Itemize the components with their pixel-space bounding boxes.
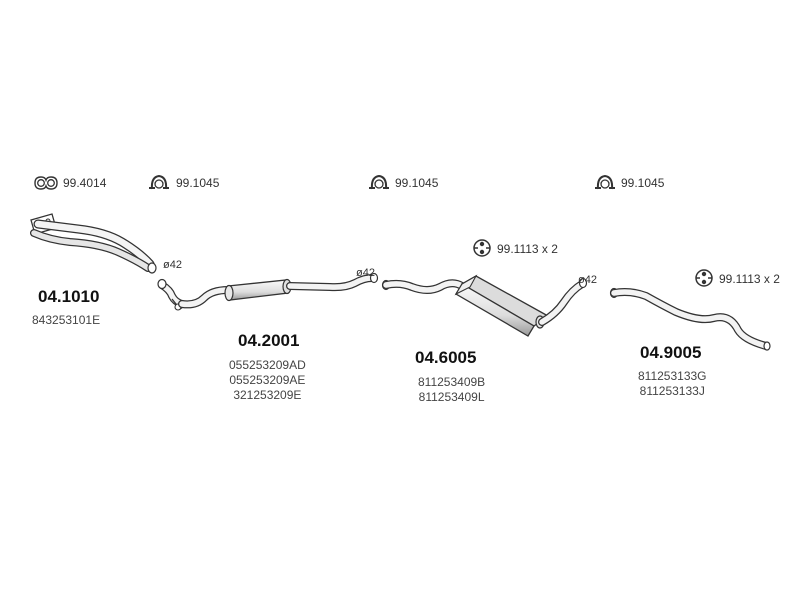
part-number-1: 04.1010	[38, 287, 100, 306]
oem-number: 811253409B	[418, 375, 486, 389]
oem-number: 843253101E	[32, 313, 101, 327]
oem-number: 055253209AE	[229, 373, 306, 387]
clamp-icon	[147, 172, 171, 192]
oem-list-3: 811253409B 811253409L	[418, 375, 485, 405]
oem-number: 811253133G	[638, 369, 707, 383]
part-number-3: 04.6005	[415, 348, 477, 367]
oem-list-4: 811253133G 811253133J	[638, 369, 707, 399]
diameter-label-1: ø42	[163, 259, 182, 271]
diameter-label-2: ø42	[356, 267, 375, 279]
front-pipe-04-1010	[30, 213, 157, 274]
diameter-label-3: ø42	[578, 274, 597, 286]
oem-list-1: 843253101E	[32, 313, 100, 328]
tail-pipe-04-9005	[609, 287, 771, 351]
rubber-hanger-icon	[694, 268, 714, 288]
centre-pipe-04-2001	[157, 272, 379, 311]
part-number-4: 04.9005	[640, 343, 702, 362]
clamp-icon	[593, 172, 617, 192]
oem-number: 321253209E	[233, 388, 302, 402]
gasket-code: 99.4014	[63, 176, 107, 190]
oem-list-2: 055253209AD 055253209AE 321253209E	[229, 358, 306, 403]
hanger-code-2: 99.1113 x 2	[719, 272, 780, 286]
rubber-hanger-icon	[472, 238, 492, 258]
hanger-code-1: 99.1113 x 2	[497, 242, 558, 256]
clamp-code-2: 99.1045	[395, 176, 439, 190]
rear-silencer-04-6005	[381, 274, 588, 337]
oem-number: 811253409L	[418, 390, 485, 404]
clamp-code-1: 99.1045	[176, 176, 220, 190]
clamp-code-3: 99.1045	[621, 176, 665, 190]
part-number-2: 04.2001	[238, 331, 300, 350]
oem-number: 811253133J	[639, 384, 705, 398]
gasket-icon	[32, 174, 60, 192]
clamp-icon	[367, 172, 391, 192]
oem-number: 055253209AD	[229, 358, 306, 372]
